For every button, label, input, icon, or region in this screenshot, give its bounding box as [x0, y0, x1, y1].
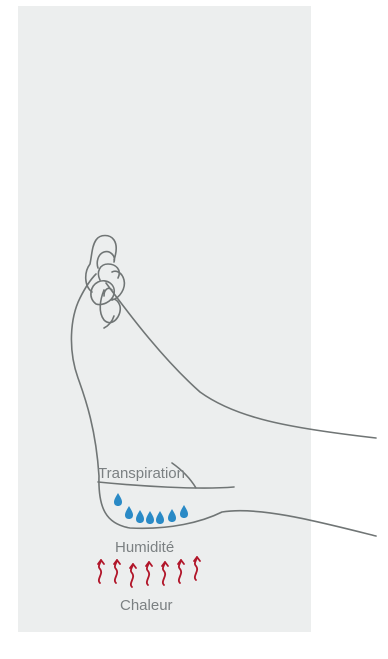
heat-wave-arrow-icon	[98, 560, 104, 583]
sweat-drop-icon	[156, 511, 164, 524]
label-humidite: Humidité	[115, 540, 174, 555]
heat-wave-arrow-icon	[114, 560, 120, 583]
heat-wave-arrow-icon	[146, 562, 152, 585]
label-transpiration: Transpiration	[98, 466, 185, 481]
foot-outline	[71, 236, 376, 537]
heat-wave-arrow-icon	[162, 562, 168, 585]
sweat-drop-icon	[136, 510, 144, 523]
sweat-drop-icon	[180, 505, 188, 518]
sweat-drop-icon	[125, 506, 133, 519]
sweat-drops	[114, 493, 188, 524]
sweat-drop-icon	[146, 511, 154, 524]
heat-arrows	[98, 557, 200, 587]
heat-wave-arrow-icon	[194, 557, 200, 580]
heat-wave-arrow-icon	[130, 564, 136, 587]
label-chaleur: Chaleur	[120, 598, 173, 613]
sweat-drop-icon	[168, 509, 176, 522]
heat-wave-arrow-icon	[178, 560, 184, 583]
sweat-drop-icon	[114, 493, 122, 506]
